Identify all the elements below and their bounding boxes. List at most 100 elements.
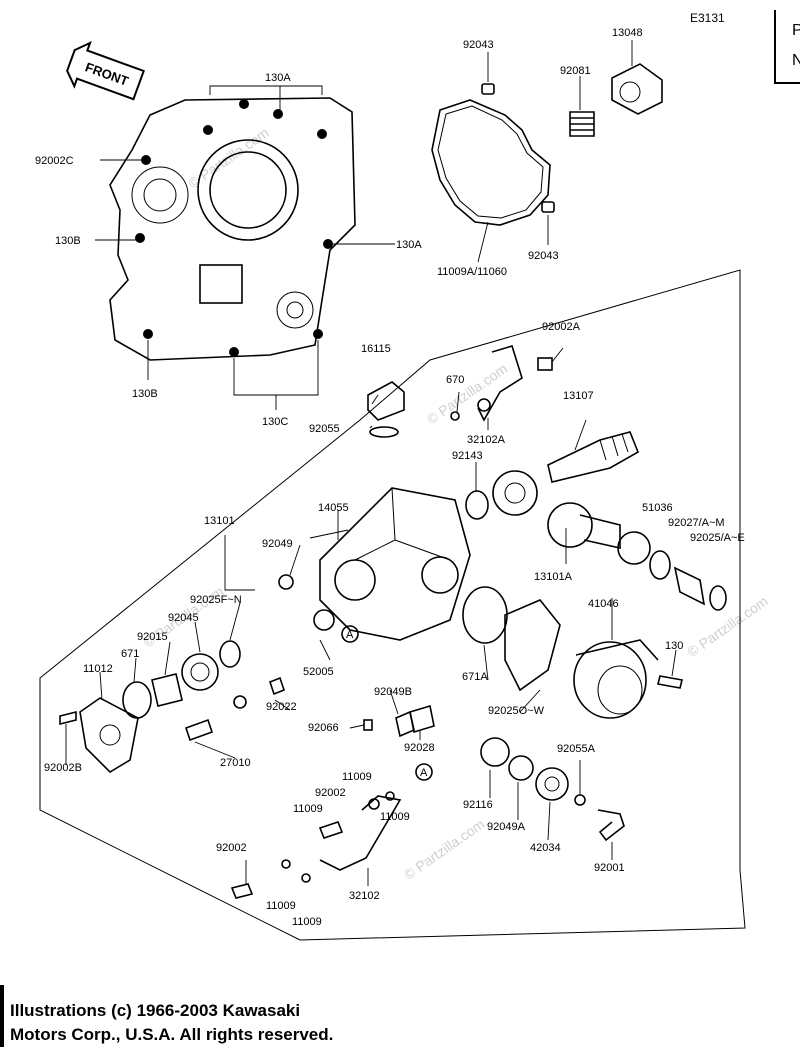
- callout: 92055A: [557, 743, 596, 755]
- washer-92049A: [508, 755, 534, 781]
- reference-marker-a: A: [415, 763, 433, 781]
- page-tab: P N: [774, 10, 800, 84]
- gear-case-13101: [319, 487, 471, 641]
- footer-rule: [0, 985, 4, 1047]
- spring-part: [569, 111, 595, 137]
- shim-92027: [649, 550, 671, 580]
- oil-cap-16115: [367, 381, 405, 438]
- front-arrow: FRONT: [66, 41, 145, 101]
- callout: 92043: [528, 250, 559, 262]
- callout: 92055: [309, 423, 340, 435]
- gasket-92025: [504, 599, 561, 692]
- washer-11009: [368, 798, 380, 810]
- callout: 11009: [266, 900, 296, 912]
- callout: 11009A/11060: [437, 266, 507, 278]
- callout: 92045: [168, 612, 199, 624]
- callout: 92027/A~M: [668, 517, 725, 529]
- copyright-notice: Illustrations (c) 1966-2003 Kawasaki Mot…: [10, 999, 430, 1047]
- bracket-32102A: [477, 345, 523, 422]
- callout: 11012: [83, 663, 113, 675]
- callout: 13107: [563, 390, 594, 402]
- seal-52005: [313, 609, 335, 631]
- callout: 92025O~W: [488, 705, 545, 717]
- bearing-92116: [480, 737, 510, 767]
- watermark-text: © Partzilla.com: [684, 593, 770, 660]
- sleeve-part: [673, 566, 706, 606]
- bolt-92001: [597, 809, 625, 842]
- callout: 92002: [315, 787, 346, 799]
- screw-92022: [269, 676, 285, 696]
- watermark-text: © Partzilla.com: [401, 816, 487, 883]
- dowel-pin: [481, 83, 495, 95]
- callout: 92002C: [35, 155, 74, 167]
- dowel-pin: [541, 201, 555, 213]
- callout: 92015: [137, 631, 168, 643]
- callout: 92049B: [374, 686, 412, 698]
- reference-marker-a: A: [341, 625, 359, 643]
- gear-13101A: [547, 502, 621, 549]
- callout: 41046: [588, 598, 619, 610]
- callout: 92025/A~E: [690, 532, 745, 544]
- shim-92025FN: [219, 640, 241, 668]
- reference-a-label: A: [346, 629, 354, 641]
- callout: 32102A: [467, 434, 506, 446]
- callout: 130C: [262, 416, 288, 428]
- callout: 92025F~N: [190, 594, 242, 606]
- callout: 42034: [530, 842, 561, 854]
- callout: 92028: [404, 742, 435, 754]
- washer-11009: [301, 873, 311, 883]
- callout: 52005: [303, 666, 334, 678]
- callout: 11009: [293, 803, 323, 815]
- shaft-13107: [547, 431, 640, 483]
- callout: 92002: [216, 842, 247, 854]
- callout: 92043: [463, 39, 494, 51]
- callout: 671: [121, 648, 139, 660]
- bolt-92002: [230, 883, 254, 899]
- page-tab-letter: N: [792, 52, 800, 69]
- callout: 92001: [594, 862, 625, 874]
- pin-92066: [363, 719, 373, 731]
- callout: 51036: [642, 502, 673, 514]
- ball-670: [450, 411, 460, 421]
- watermark-text: © Partzilla.com: [424, 360, 510, 427]
- callout: 92143: [452, 450, 483, 462]
- washer-11009: [385, 791, 395, 801]
- callout: 130A: [396, 239, 422, 251]
- copyright-line: Illustrations (c) 1966-2003 Kawasaki: [10, 1001, 301, 1020]
- callout: 11009: [292, 916, 322, 928]
- assembly-boundary: [39, 269, 746, 941]
- callout: 130: [665, 640, 683, 652]
- callout: 92002A: [542, 321, 581, 333]
- callout: 13101A: [534, 571, 573, 583]
- gear-42034: [535, 767, 569, 801]
- callout: 92116: [463, 799, 493, 811]
- callout: 27010: [220, 757, 251, 769]
- crankcase-cover: [109, 97, 356, 361]
- housing-41046: [573, 639, 659, 719]
- callout: 32102: [349, 890, 380, 902]
- callout: 92049: [262, 538, 293, 550]
- gasket-part: [431, 99, 551, 226]
- callout: 11009: [342, 771, 372, 783]
- callout: 13048: [612, 27, 643, 39]
- cam-part: [611, 63, 663, 115]
- reference-a-label: A: [420, 767, 428, 779]
- washer-92143: [465, 490, 489, 520]
- page-tab-letter: P: [792, 22, 800, 39]
- bolt-130: [657, 675, 683, 689]
- washer-92055A: [574, 794, 586, 806]
- callout: 13101: [204, 515, 235, 527]
- bearing-51036: [617, 531, 651, 565]
- cover-11012: [79, 697, 139, 774]
- collar-92015: [151, 673, 183, 707]
- dowel-14055: [309, 529, 349, 539]
- bearing-92045: [181, 653, 219, 691]
- diagram-code: E3131: [690, 11, 725, 25]
- callout: 671A: [462, 671, 488, 683]
- plug-27010: [184, 718, 214, 742]
- shim-92025: [709, 585, 727, 611]
- copyright-line: Motors Corp., U.S.A. All rights reserved…: [10, 1025, 334, 1044]
- gear-92143: [492, 470, 538, 516]
- callout: 92049A: [487, 821, 526, 833]
